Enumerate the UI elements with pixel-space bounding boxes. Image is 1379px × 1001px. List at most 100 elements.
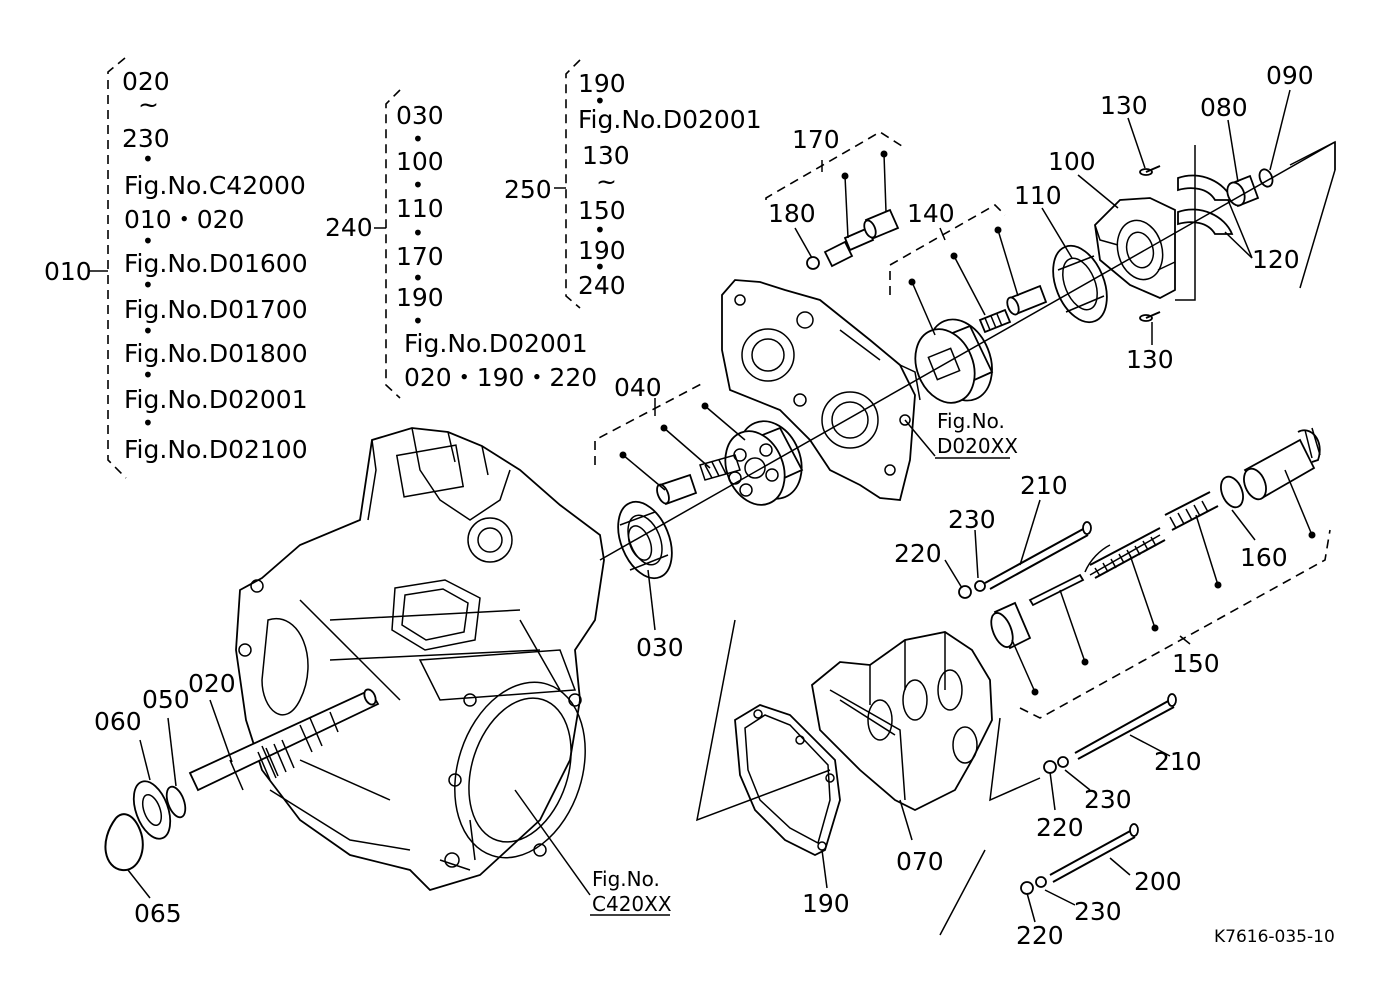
fig-ref-c420xx: Fig.No. C420XX — [592, 867, 672, 916]
callout-130-upper: 130 — [1100, 91, 1148, 120]
legend-line: • — [412, 173, 424, 197]
callout-leaders — [127, 89, 1291, 923]
legend-line: Fig.No.D02100 — [124, 435, 308, 464]
callout-210-upper: 210 — [1020, 471, 1068, 500]
callout-220-upper: 220 — [894, 539, 942, 568]
legend-line: • — [594, 255, 606, 279]
callout-210-lower: 210 — [1154, 747, 1202, 776]
cylinder-block-040 — [594, 381, 804, 506]
callout-070: 070 — [896, 847, 944, 876]
bearing-housing-100 — [1094, 197, 1176, 299]
legend-group-010: 010 020 ~ 230 • Fig.No.C42000 010・020 • … — [44, 57, 308, 479]
circlip-065 — [104, 813, 144, 872]
legend-line: Fig.No.D02001 — [404, 329, 588, 358]
callout-150: 150 — [1172, 649, 1220, 678]
screw-130-upper — [1139, 165, 1161, 176]
legend-line: ~ — [596, 167, 617, 196]
legend-line: • — [142, 411, 154, 435]
legend-key-240: 240 — [325, 213, 373, 242]
legend-line: Fig.No.C42000 — [124, 171, 306, 200]
callout-230-lower: 230 — [1074, 897, 1122, 926]
transmission-case — [235, 427, 605, 892]
callout-220-lower: 220 — [1016, 921, 1064, 950]
callout-030: 030 — [636, 633, 684, 662]
callout-050: 050 — [142, 685, 190, 714]
callout-040: 040 — [614, 373, 662, 402]
legend-line: 130 — [582, 141, 630, 170]
legend-line: • — [142, 229, 154, 253]
legend-group-240: 240 030 • 100 • 110 • 170 • 190 • Fig.No… — [325, 89, 597, 399]
fig-ref-d020xx: Fig.No. D020XX — [937, 409, 1018, 458]
legend-line: Fig.No.D02001 — [578, 105, 762, 134]
bearing-060 — [132, 780, 172, 840]
bolt-210-lower — [1043, 693, 1177, 774]
legend-line: 020 — [122, 67, 170, 96]
bolt-210-upper — [958, 521, 1092, 599]
legend-line: 170 — [396, 242, 444, 271]
legend-line: • — [142, 273, 154, 297]
fig-ref-line: Fig.No. — [592, 867, 660, 891]
legend-line: 240 — [578, 271, 626, 300]
legend-bracket — [107, 57, 127, 479]
oring-050 — [165, 785, 187, 819]
legend-line: • — [142, 363, 154, 387]
legend-line: Fig.No.D01700 — [124, 295, 308, 324]
callout-065: 065 — [134, 899, 182, 928]
callout-170: 170 — [792, 125, 840, 154]
relief-valve-170-180 — [765, 131, 906, 270]
legend-line: ~ — [138, 90, 159, 119]
gasket-190 — [734, 704, 841, 857]
legend-line: 190 — [396, 283, 444, 312]
legend-line: 230 — [122, 124, 170, 153]
legend-line: 150 — [578, 196, 626, 225]
callout-230-upper: 230 — [948, 505, 996, 534]
bolt-200 — [1020, 823, 1139, 895]
legend-key-250: 250 — [504, 175, 552, 204]
input-shaft-020 — [188, 688, 380, 792]
legend-line: 190 — [578, 236, 626, 265]
legend-line: 100 — [396, 147, 444, 176]
screw-130-lower — [1139, 311, 1161, 322]
shim-120 — [1177, 174, 1234, 235]
legend-line: 030 — [396, 101, 444, 130]
callout-110: 110 — [1014, 181, 1062, 210]
callout-200: 200 — [1134, 867, 1182, 896]
callout-180: 180 — [768, 199, 816, 228]
callout-140: 140 — [907, 199, 955, 228]
valve-assembly-150 — [990, 427, 1331, 719]
legend-line: 190 — [578, 69, 626, 98]
legend-line: • — [142, 147, 154, 171]
drawing-code: K7616-035-10 — [1214, 927, 1335, 947]
legend-line: • — [412, 221, 424, 245]
callout-160: 160 — [1240, 543, 1288, 572]
legend-line: • — [594, 218, 606, 242]
legend-line: • — [412, 266, 424, 290]
legend-line: 010・020 — [124, 205, 244, 234]
fig-ref-line: C420XX — [592, 892, 672, 916]
legend-line: Fig.No.D01800 — [124, 339, 308, 368]
legend-key-010: 010 — [44, 257, 92, 286]
legend-line: • — [142, 319, 154, 343]
legend-line: 110 — [396, 194, 444, 223]
cylinder-block-140 — [889, 204, 1048, 404]
callout-120: 120 — [1252, 245, 1300, 274]
callout-020: 020 — [188, 669, 236, 698]
callout-190: 190 — [802, 889, 850, 918]
callout-230-middle: 230 — [1084, 785, 1132, 814]
fig-ref-line: Fig.No. — [937, 409, 1005, 433]
callout-060: 060 — [94, 707, 142, 736]
center-plate — [721, 279, 921, 501]
bearing-110 — [1052, 244, 1108, 324]
callout-130-lower: 130 — [1126, 345, 1174, 374]
legend-line: • — [594, 89, 606, 113]
callout-090: 090 — [1266, 61, 1314, 90]
legend-line: • — [412, 309, 424, 333]
legend-line: Fig.No.D01600 — [124, 249, 308, 278]
bearing-030 — [617, 500, 673, 580]
fig-ref-line: D020XX — [937, 434, 1018, 458]
legend-line: Fig.No.D02001 — [124, 385, 308, 414]
callout-100: 100 — [1048, 147, 1096, 176]
control-housing-070 — [811, 631, 993, 812]
callout-080: 080 — [1200, 93, 1248, 122]
